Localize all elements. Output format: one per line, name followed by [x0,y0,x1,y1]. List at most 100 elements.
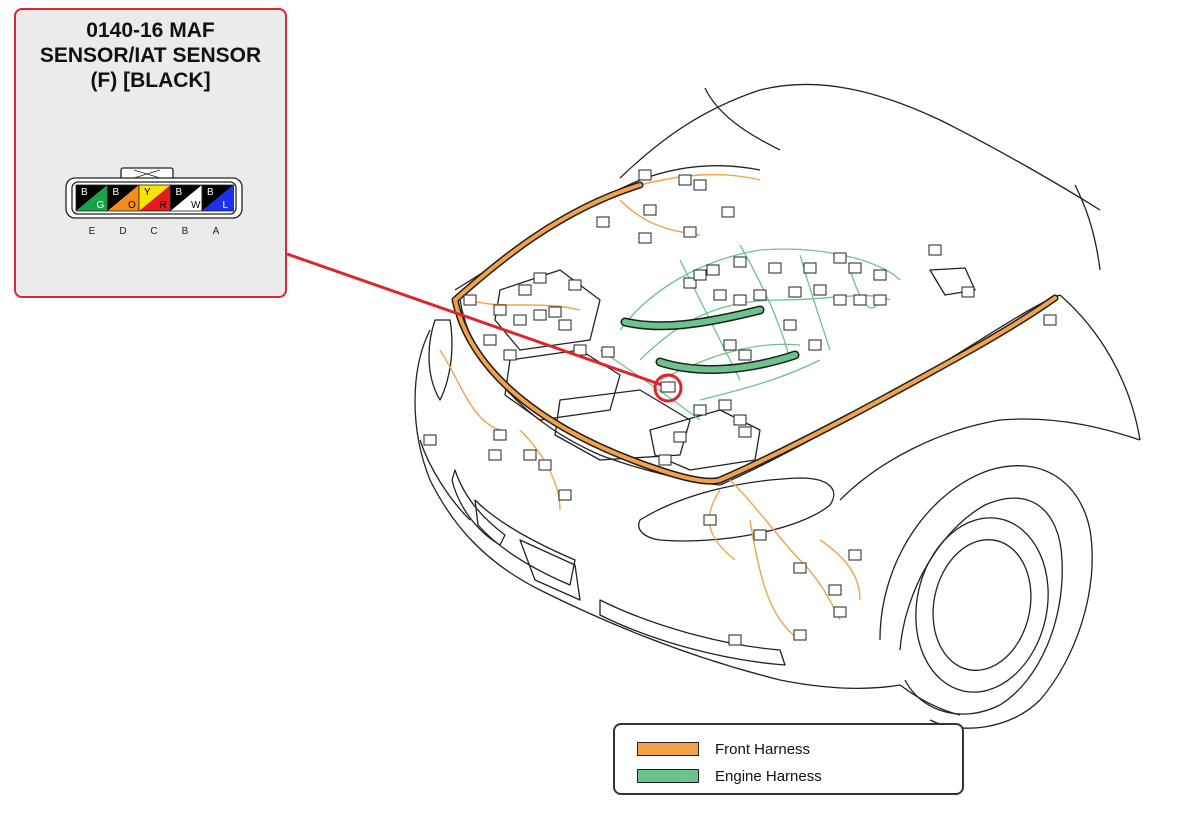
harness-connector [793,562,807,574]
pin-c-bottom-code: R [160,200,167,211]
harness-connector [738,426,752,438]
title-line-1: 0140-16 MAF [86,19,215,42]
harness-connector [683,277,697,289]
harness-connector [848,549,862,561]
harness-connector [658,454,672,466]
harness-connector [713,289,727,301]
connector-title: 0140-16 MAF SENSOR/IAT SENSOR (F) [BLACK… [16,18,285,93]
harness-connector [873,294,887,306]
harness-connector [753,289,767,301]
harness-connector [753,529,767,541]
legend-label-engine-harness: Engine Harness [715,767,822,785]
harness-connector [718,399,732,411]
harness-connector [693,269,707,281]
harness-connector [803,262,817,274]
harness-connector [638,169,652,181]
callout-line [286,252,663,387]
harness-connector [928,244,942,256]
harness-connector [568,279,582,291]
pin-cell-d: BO [107,184,140,212]
harness-connector [596,216,610,228]
harness-connector [558,319,572,331]
harness-connector [833,252,847,264]
pin-a-bottom-code: L [223,200,229,211]
harness-connector [721,206,735,218]
pin-letter-b: B [182,226,189,237]
harness-connector [793,629,807,641]
engine-harness-swatch [637,769,699,783]
harness-connector [533,309,547,321]
harness-connector [788,286,802,298]
harness-connector [853,294,867,306]
front-harness-swatch [637,742,699,756]
harness-connector [783,319,797,331]
harness-connector [523,449,537,461]
pin-b-bottom-code: W [191,200,201,211]
front-harness [439,173,861,641]
harness-connector [538,459,552,471]
harness-connector [503,349,517,361]
harness-connector [533,272,547,284]
pin-letter-e: E [89,226,96,237]
harness-connector [808,339,822,351]
harness-connector [693,179,707,191]
pin-cell-a: BL [201,184,234,212]
harness-connector [518,284,532,296]
harness-connector [813,284,827,296]
pin-letter-a: A [213,226,220,237]
harness-connector [728,634,742,646]
pin-c-top-code: Y [144,187,151,198]
harness-connector [558,489,572,501]
harness-connector [548,306,562,318]
pin-cell-b: BW [170,184,203,212]
pin-cell-c: YR [138,184,171,212]
harness-connector [703,514,717,526]
harness-connector [961,286,975,298]
harness-connector [733,294,747,306]
pin-letter-c: C [150,226,157,237]
harness-connector [733,256,747,268]
car-outline [414,83,1141,729]
callout-circle [653,373,683,403]
harness-connector [723,339,737,351]
pin-b-top-code: B [176,187,183,198]
title-line-2: SENSOR/IAT SENSOR [39,44,262,67]
harness-connector [638,232,652,244]
harness-connector [706,264,720,276]
harness-connector [848,262,862,274]
pin-e-top-code: B [81,187,88,198]
harness-connector [493,304,507,316]
harness-connector [463,294,477,306]
pin-cell-e: BG [75,184,108,212]
connectors [423,169,1057,646]
harness-connector [873,269,887,281]
harness-connector [483,334,497,346]
harness-connector [768,262,782,274]
harness-connector [693,404,707,416]
harness-connector [423,434,437,446]
harness-connector [643,204,657,216]
harness-connector [683,226,697,238]
title-line-3: (F) [BLACK] [90,69,211,92]
harness-connector [493,429,507,441]
harness-connector [733,414,747,426]
harness-legend: Front Harness Engine Harness [613,723,964,795]
connector-callout-panel: 0140-16 MAF SENSOR/IAT SENSOR (F) [BLACK… [14,8,287,298]
pin-d-top-code: B [113,187,120,198]
harness-connector [828,584,842,596]
legend-label-front-harness: Front Harness [715,740,811,758]
pin-a-top-code: B [207,187,214,198]
harness-connector [488,449,502,461]
harness-connector [678,174,692,186]
harness-connector [738,349,752,361]
pin-e-bottom-code: G [97,200,105,211]
harness-connector [1043,314,1057,326]
harness-connector [833,294,847,306]
pin-d-bottom-code: O [128,200,136,211]
legend-item-engine-harness: Engine Harness [637,766,822,786]
harness-connector [833,606,847,618]
pin-letter-d: D [119,226,126,237]
harness-connector [513,314,527,326]
harness-connector [601,346,615,358]
